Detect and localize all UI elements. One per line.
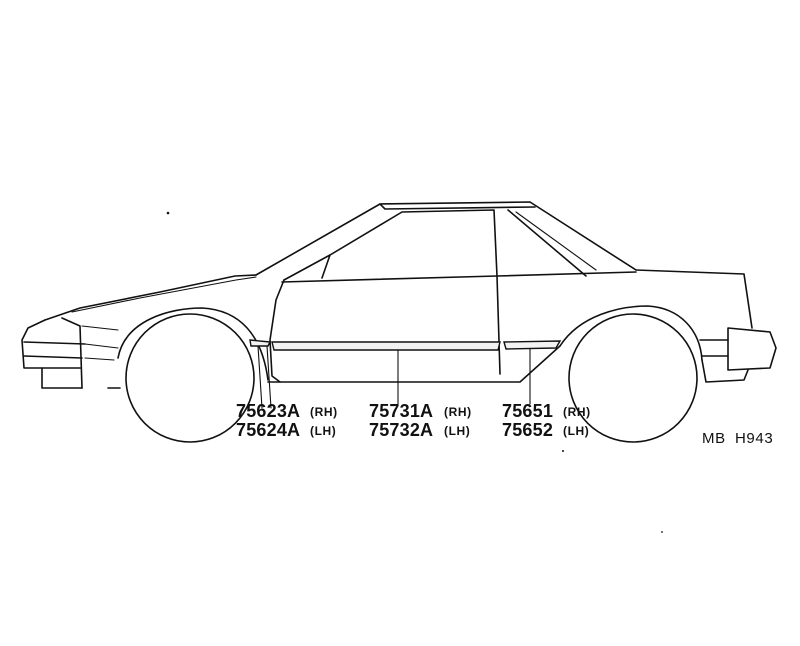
leader-lines xyxy=(257,345,531,409)
callout-front-fender: 75623A (RH) 75624A (LH) xyxy=(236,401,338,440)
reference-number: H943 xyxy=(735,430,773,447)
part-number-rh: 75623A xyxy=(236,401,300,421)
side-moldings xyxy=(249,339,562,351)
part-number-rh: 75651 xyxy=(502,401,553,421)
side-label-lh: (LH) xyxy=(310,424,336,438)
front-wheel xyxy=(125,313,255,443)
callout-rear-quarter: 75651 (RH) 75652 (LH) xyxy=(502,401,591,440)
front-fender-molding xyxy=(249,339,272,347)
part-number-lh: 75624A xyxy=(236,420,300,440)
rear-quarter-molding xyxy=(503,340,562,350)
side-label-rh: (RH) xyxy=(444,405,472,419)
side-label-lh: (LH) xyxy=(444,424,470,438)
callout-door: 75731A (RH) 75732A (LH) xyxy=(369,401,472,440)
wheels xyxy=(125,313,698,443)
part-number-lh: 75732A xyxy=(369,420,433,440)
reference-prefix: MB xyxy=(702,430,726,447)
part-number-rh: 75731A xyxy=(369,401,433,421)
side-label-lh: (LH) xyxy=(563,424,589,438)
car-body-outline xyxy=(21,201,777,389)
side-label-rh: (RH) xyxy=(563,405,591,419)
rear-wheel xyxy=(568,313,698,443)
print-specks xyxy=(166,211,663,533)
door-and-windows xyxy=(269,209,637,383)
part-number-lh: 75652 xyxy=(502,420,553,440)
door-molding xyxy=(271,341,501,351)
reference-code: MB H943 xyxy=(702,430,773,447)
side-label-rh: (RH) xyxy=(310,405,338,419)
